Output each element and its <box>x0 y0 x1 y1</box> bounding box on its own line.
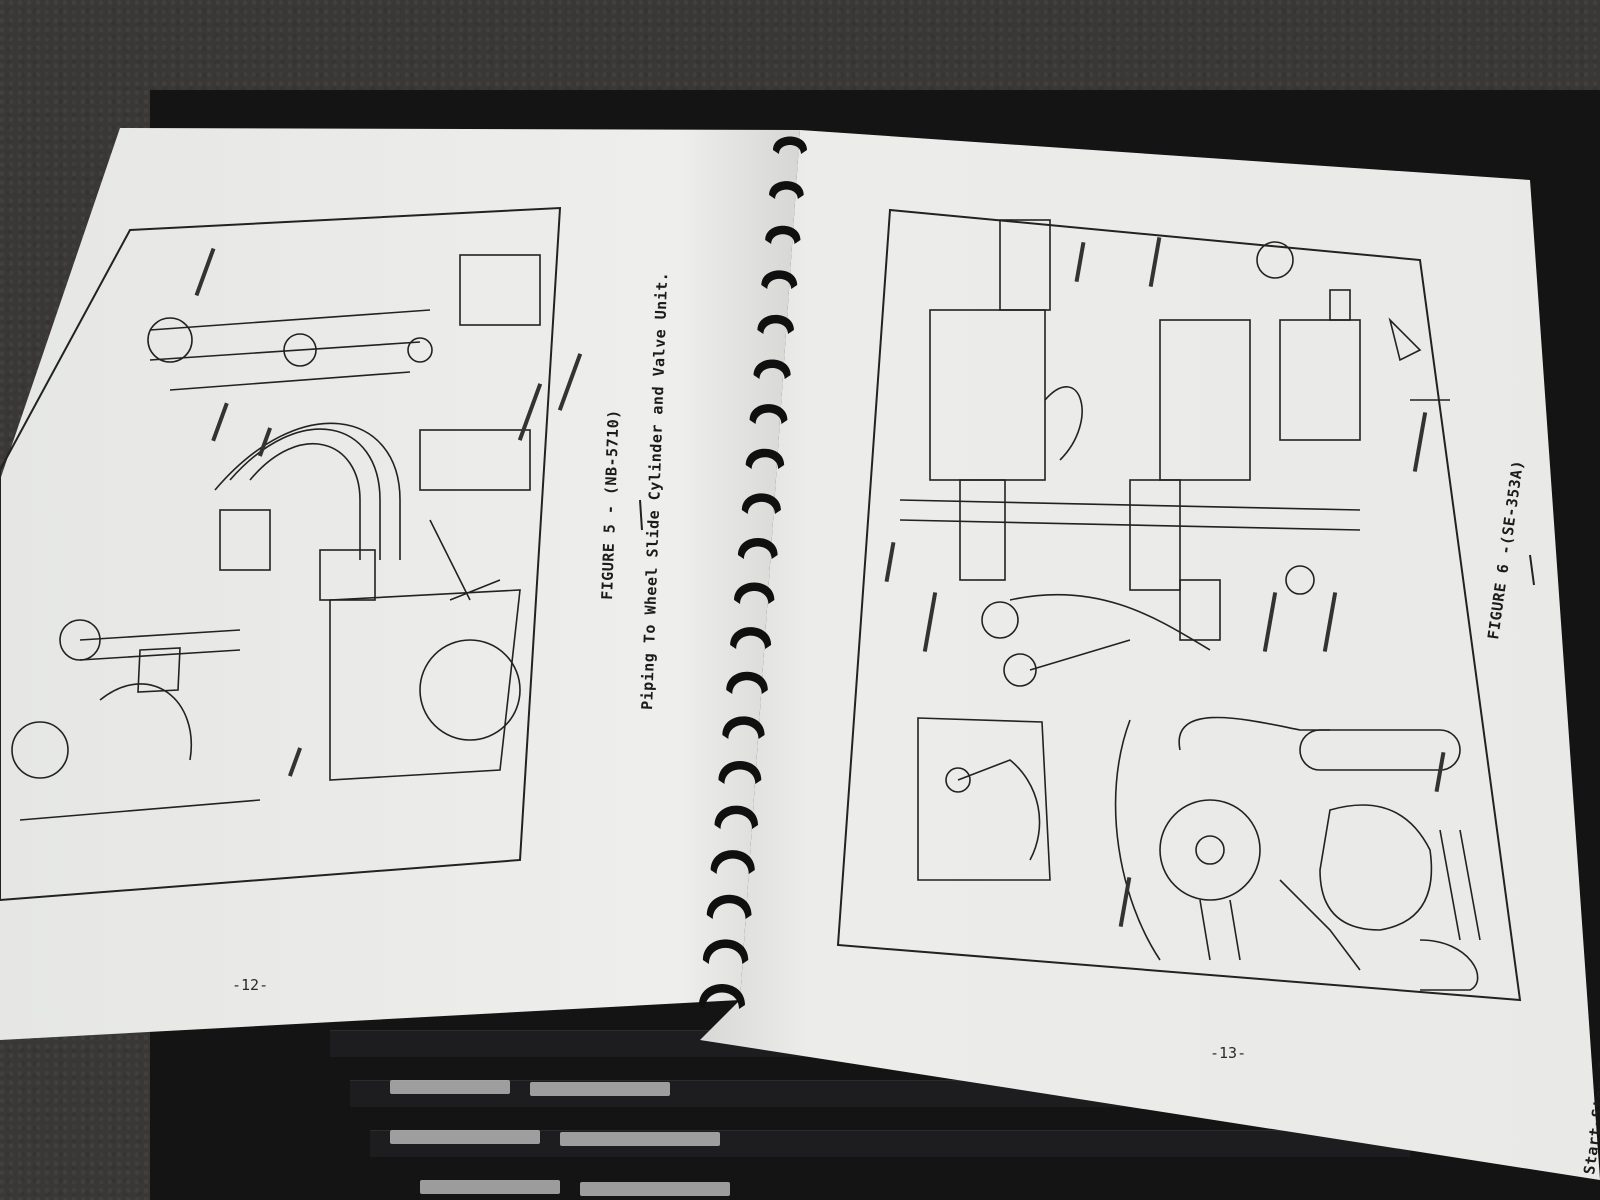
binding-ring <box>714 805 759 829</box>
figure-6-frame <box>836 208 1522 1002</box>
binding-ring <box>730 627 772 649</box>
binding-ring <box>710 850 755 874</box>
figure-6-drawing <box>899 219 1481 991</box>
left-page: FIGURE 5 - (NB-5710) Piping To Wheel Sli… <box>0 128 800 1040</box>
figure-5-drawing <box>11 254 541 821</box>
figure-5-annotations <box>194 247 583 777</box>
binding-ring <box>706 894 752 919</box>
binding-ring <box>737 537 778 559</box>
figure-6-annotations <box>884 237 1446 927</box>
binding-ring <box>718 760 762 784</box>
binding-ring <box>761 270 798 289</box>
page-number-left: -12- <box>232 976 268 994</box>
page-number-right: -13- <box>1210 1044 1246 1062</box>
binding-ring <box>757 314 794 334</box>
binding-ring <box>773 136 807 154</box>
binding-ring <box>745 448 785 469</box>
binding-ring <box>702 939 749 964</box>
spiral-binding <box>699 136 807 1009</box>
binding-ring <box>769 181 804 199</box>
binding-ring <box>741 493 781 514</box>
right-page: FIGURE 6 -(SE-353A) Start-Stop Control L… <box>700 130 1600 1180</box>
binding-ring <box>722 716 765 739</box>
figure-5-frame <box>0 206 562 902</box>
binding-ring <box>734 582 775 604</box>
binding-ring <box>726 671 768 694</box>
binding-ring <box>753 359 791 379</box>
binding-ring <box>765 225 801 244</box>
binding-ring <box>749 404 788 424</box>
binding-ring <box>699 984 745 1009</box>
